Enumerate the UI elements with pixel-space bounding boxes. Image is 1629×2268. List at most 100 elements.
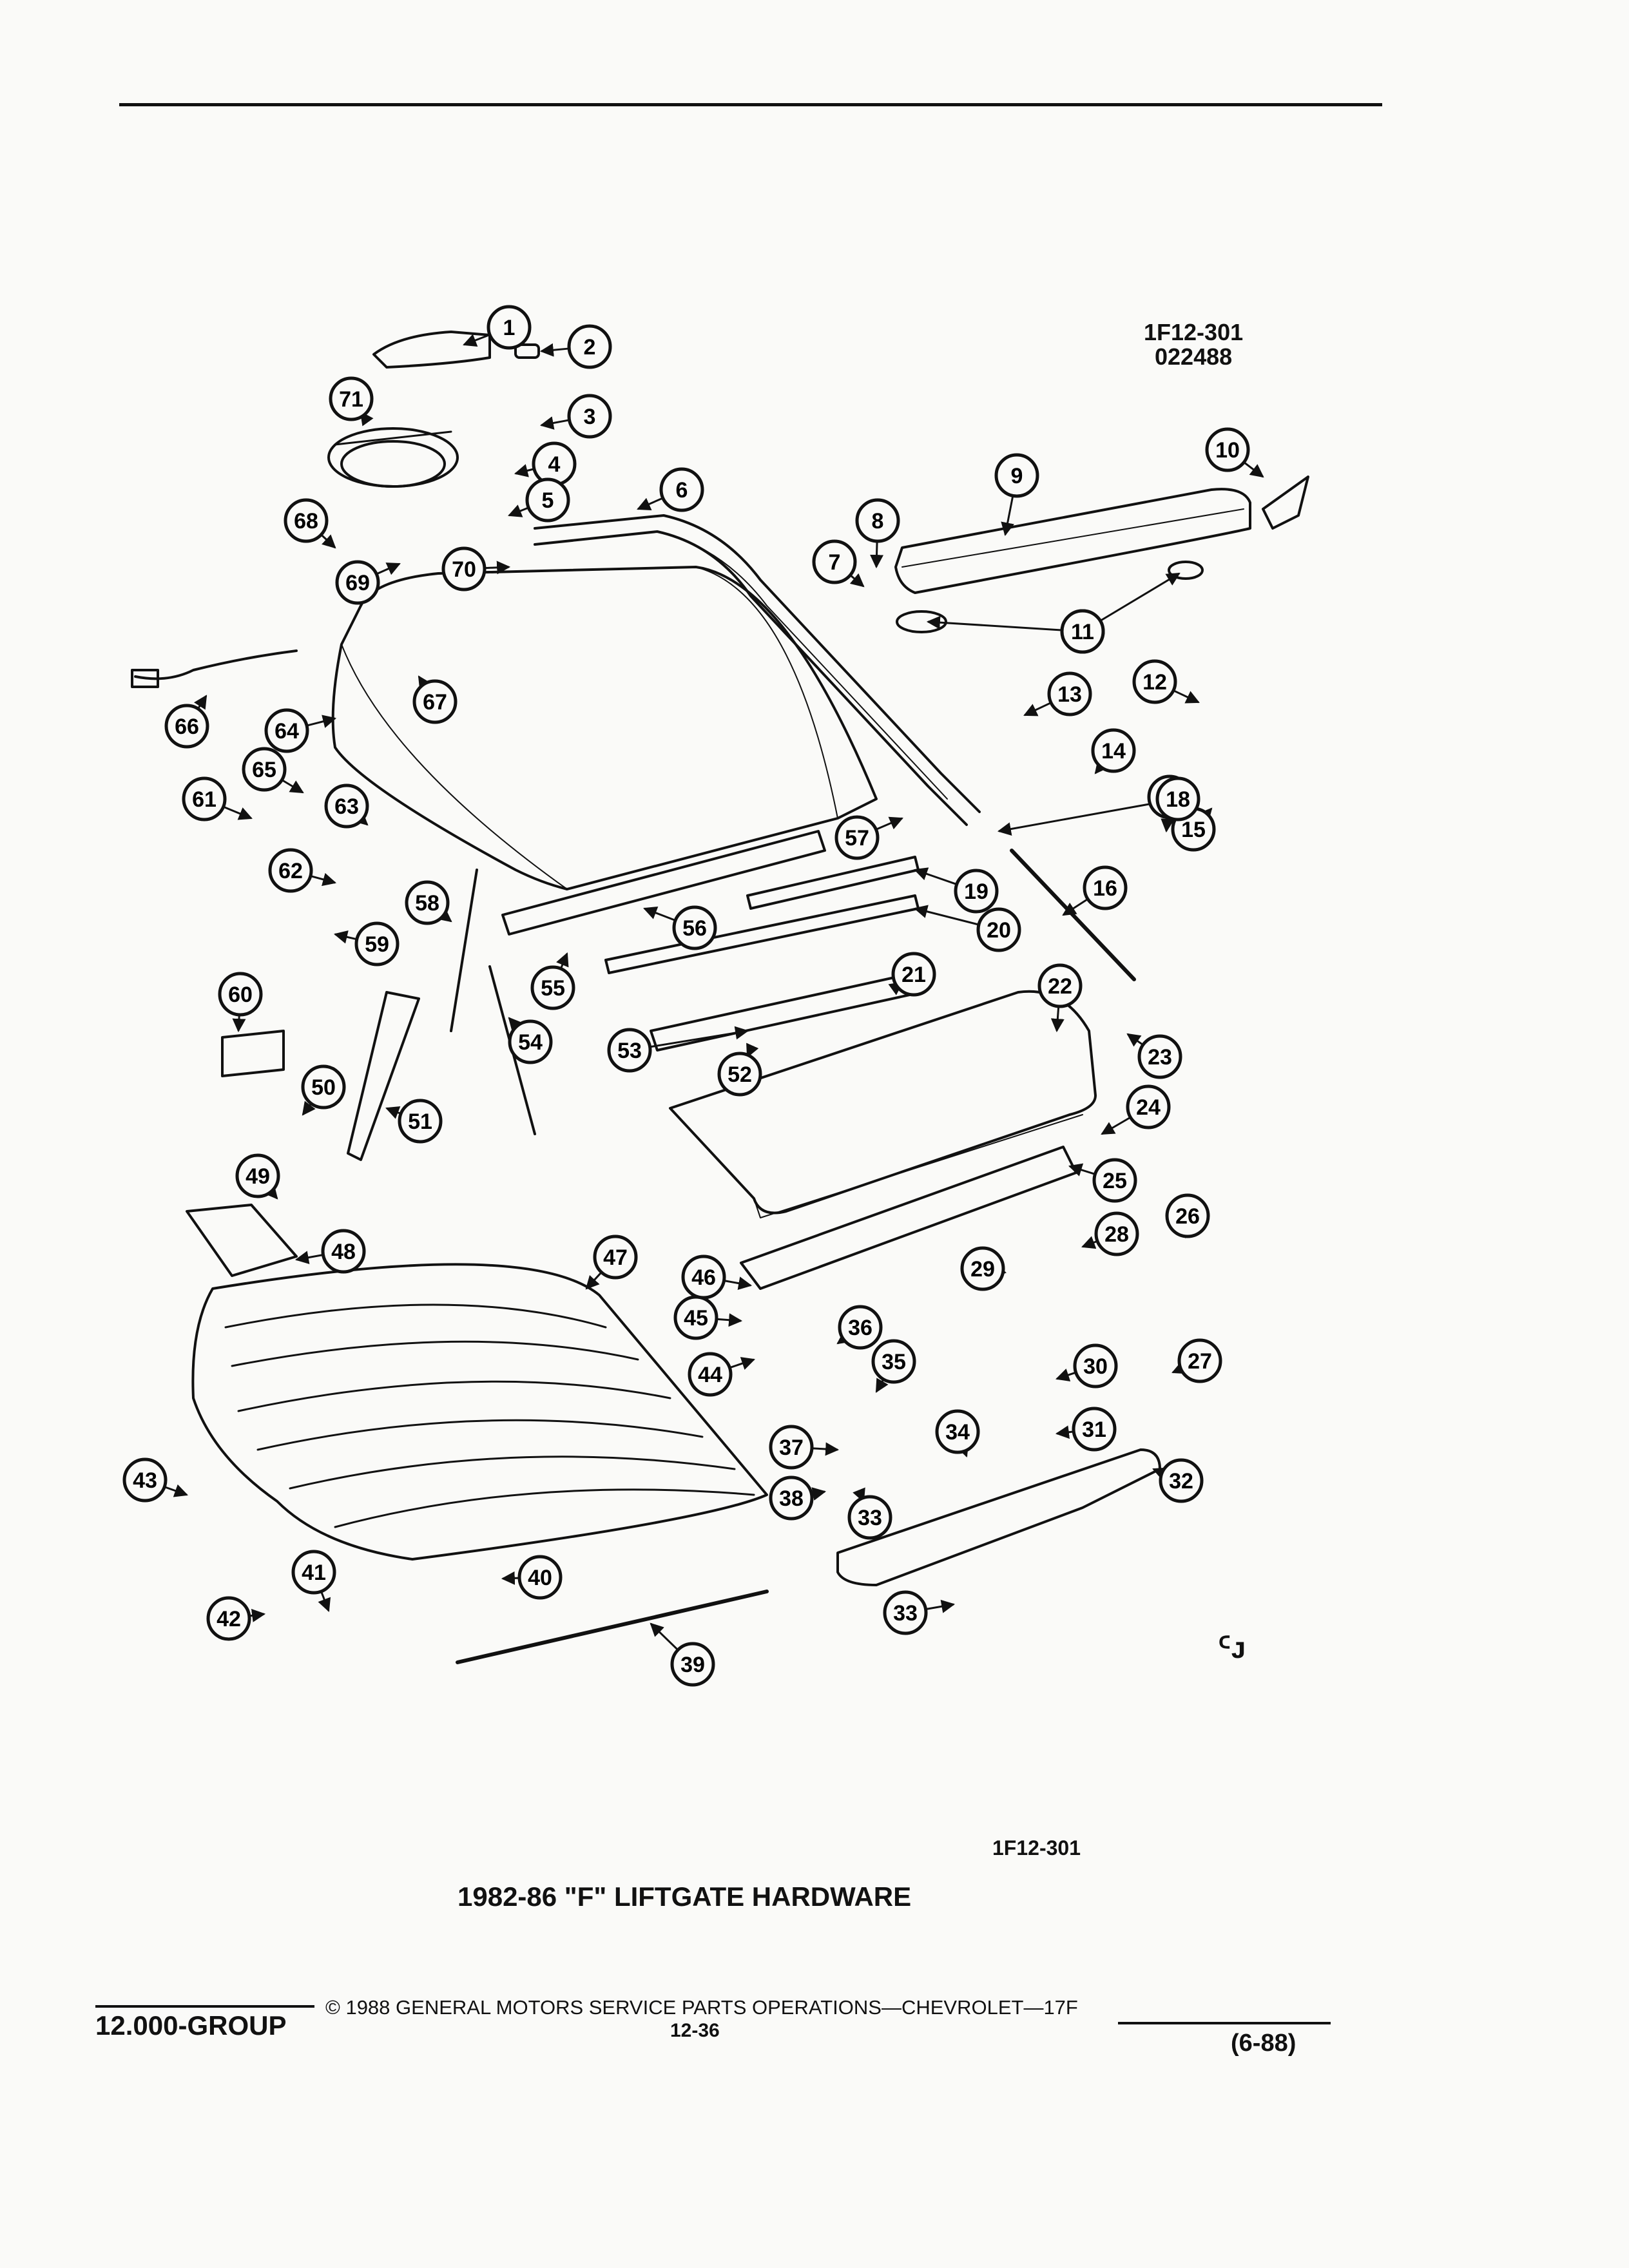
callout-bubble-60 <box>218 972 263 1017</box>
callout-number-43: 43 <box>133 1468 157 1493</box>
callout-bubble-19 <box>954 869 999 914</box>
callout-bubble-3 <box>567 394 612 439</box>
callout-bubble-48 <box>321 1229 366 1274</box>
callout-number-45: 45 <box>684 1306 708 1331</box>
callout-number-16: 16 <box>1093 876 1117 901</box>
callout-number-22: 22 <box>1048 974 1072 999</box>
callout-bubble-50 <box>301 1064 346 1110</box>
callout-bubble-6 <box>659 467 704 512</box>
weatherstrip-channel <box>534 514 981 813</box>
callout-leader-39 <box>650 1622 679 1651</box>
callout-leader-55 <box>556 952 569 969</box>
emblem-left <box>896 610 947 633</box>
callout-leader-15 <box>1198 807 1213 823</box>
callout-bubble-65 <box>242 747 287 792</box>
callout-number-7: 7 <box>829 550 841 575</box>
spoiler-end-cap <box>1262 476 1309 530</box>
callout-leader-3 <box>539 416 569 430</box>
callout-bubble-30 <box>1073 1343 1118 1389</box>
callout-leader-65 <box>282 779 304 794</box>
callout-bubble-38 <box>769 1475 814 1521</box>
callout-bubble-11 <box>1060 609 1105 654</box>
callout-number-39: 39 <box>680 1653 705 1677</box>
callout-bubble-33 <box>883 1590 928 1635</box>
callout-bubble-31 <box>1072 1407 1117 1452</box>
callout-bubble-41 <box>291 1550 336 1595</box>
callout-bubble-13 <box>1047 671 1092 716</box>
callout-leader-45 <box>717 1313 743 1327</box>
callout-number-13: 13 <box>1057 682 1082 707</box>
callout-leader-35 <box>875 1378 889 1393</box>
callout-bubble-51 <box>398 1099 443 1144</box>
callout-bubble-64 <box>264 708 309 753</box>
callout-number-42: 42 <box>217 1607 241 1631</box>
callout-number-60: 60 <box>228 983 253 1007</box>
top-rule <box>119 103 1382 106</box>
callout-leader-10 <box>1244 461 1264 478</box>
figure-date: 022488 <box>1155 343 1233 370</box>
callout-bubble-2 <box>567 324 612 369</box>
callout-number-19: 19 <box>964 879 988 904</box>
callout-bubble-56 <box>672 905 717 950</box>
callout-number-51: 51 <box>408 1110 432 1134</box>
callout-number-34: 34 <box>945 1420 970 1445</box>
callout-number-38: 38 <box>779 1486 804 1511</box>
callout-leader-40 <box>501 1571 519 1585</box>
callout-bubble-61 <box>182 776 227 822</box>
callout-bubble-55 <box>530 965 575 1010</box>
callout-number-61: 61 <box>192 787 217 812</box>
callout-leader-63 <box>353 811 369 826</box>
hinge-reinforcement <box>740 1146 1077 1290</box>
callout-leader-54 <box>508 1017 523 1032</box>
callout-number-58: 58 <box>415 891 439 916</box>
callout-leader-25 <box>1068 1163 1095 1177</box>
callout-number-52: 52 <box>728 1062 752 1087</box>
callout-number-24: 24 <box>1136 1095 1161 1120</box>
callout-leader-51 <box>385 1106 401 1119</box>
footer-copyright: © 1988 GENERAL MOTORS SERVICE PARTS OPER… <box>325 1996 1078 2019</box>
callout-number-14: 14 <box>1101 739 1126 764</box>
callout-number-6: 6 <box>676 478 688 503</box>
callout-bubble-35 <box>871 1339 916 1384</box>
callout-leader-11 <box>1100 572 1181 622</box>
callout-bubble-49 <box>235 1153 280 1198</box>
spoiler <box>894 488 1251 594</box>
callout-number-55: 55 <box>541 976 565 1001</box>
callout-bubble-27 <box>1177 1338 1222 1383</box>
callout-leader-58 <box>437 908 452 923</box>
callout-leader-46 <box>724 1276 753 1291</box>
figure-title: 1982-86 "F" LIFTGATE HARDWARE <box>458 1881 912 1912</box>
callout-leader-1 <box>463 334 490 347</box>
callout-number-69: 69 <box>345 571 370 595</box>
callout-leader-20 <box>913 905 979 926</box>
callout-bubble-12 <box>1132 659 1177 704</box>
callout-number-9: 9 <box>1011 464 1023 488</box>
callout-bubble-43 <box>122 1457 168 1503</box>
callout-number-68: 68 <box>294 509 318 533</box>
callout-bubble-21 <box>891 952 936 997</box>
callout-bubble-8 <box>855 498 900 543</box>
callout-leader-47 <box>585 1272 602 1290</box>
wiper-arm <box>450 869 478 1032</box>
callout-leader-11 <box>926 615 1062 631</box>
callout-leader-13 <box>1023 702 1051 716</box>
callout-leader-9 <box>1001 496 1014 537</box>
callout-leader-43 <box>164 1484 188 1497</box>
callout-leader-12 <box>1173 689 1200 704</box>
callout-number-33: 33 <box>858 1506 882 1530</box>
callout-number-37: 37 <box>779 1436 804 1460</box>
callout-leader-62 <box>311 872 337 887</box>
callout-bubble-1 <box>487 305 532 350</box>
callout-leader-68 <box>321 534 336 549</box>
callout-number-3: 3 <box>584 405 596 429</box>
callout-number-70: 70 <box>452 557 476 582</box>
callout-bubble-18 <box>1155 776 1200 822</box>
callout-number-71: 71 <box>339 387 363 412</box>
callout-leader-70 <box>485 561 511 575</box>
callout-leader-48 <box>294 1251 323 1265</box>
footer-page-number: 12-36 <box>670 2020 720 2041</box>
callout-leader-32 <box>1152 1467 1168 1480</box>
callout-number-26: 26 <box>1175 1204 1200 1229</box>
callout-number-56: 56 <box>682 916 707 941</box>
callout-bubble-66 <box>164 704 209 749</box>
